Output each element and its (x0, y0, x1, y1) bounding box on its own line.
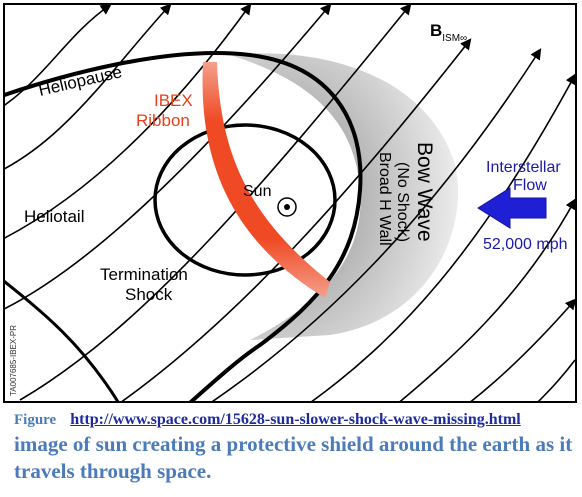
interstellar-flow-label-1: Interstellar (486, 159, 561, 176)
figure-caption: Figure http://www.space.com/15628-sun-sl… (14, 408, 574, 486)
ibex-ribbon-label-1: IBEX (154, 91, 193, 110)
b-field-label: BISM∞ (430, 21, 467, 44)
sun-symbol-dot (284, 204, 290, 210)
bow-wave-label: Bow Wave (413, 142, 436, 242)
interstellar-flow-arrow (477, 187, 547, 229)
termination-shock-label-1: Termination (100, 265, 188, 284)
interstellar-flow-label-2: Flow (513, 177, 547, 194)
heliotail-lower-boundary (4, 279, 120, 402)
ibex-ribbon (202, 62, 330, 298)
ibex-ribbon-label-2: Ribbon (136, 111, 190, 130)
flow-speed-label: 52,000 mph (483, 236, 568, 253)
heliotail-label: Heliotail (24, 207, 84, 226)
figure-label: Figure (14, 412, 57, 428)
heliopause-boundary (4, 51, 363, 402)
broad-h-wall-label: Broad H Wall (376, 152, 393, 246)
no-shock-label: (No Shock) (394, 162, 411, 242)
source-link[interactable]: http://www.space.com/15628-sun-slower-sh… (70, 411, 521, 428)
termination-shock (153, 123, 337, 277)
heliosphere-diagram: BISM∞ Heliopause IBEX Ribbon Sun Heliota… (3, 3, 577, 403)
field-lines (4, 4, 576, 402)
image-credit-label: TA007685-IBEX-PR (9, 325, 18, 396)
sun-label: Sun (243, 183, 271, 200)
termination-shock-label-2: Shock (125, 285, 173, 304)
caption-description: image of sun creating a protective shiel… (14, 432, 573, 483)
